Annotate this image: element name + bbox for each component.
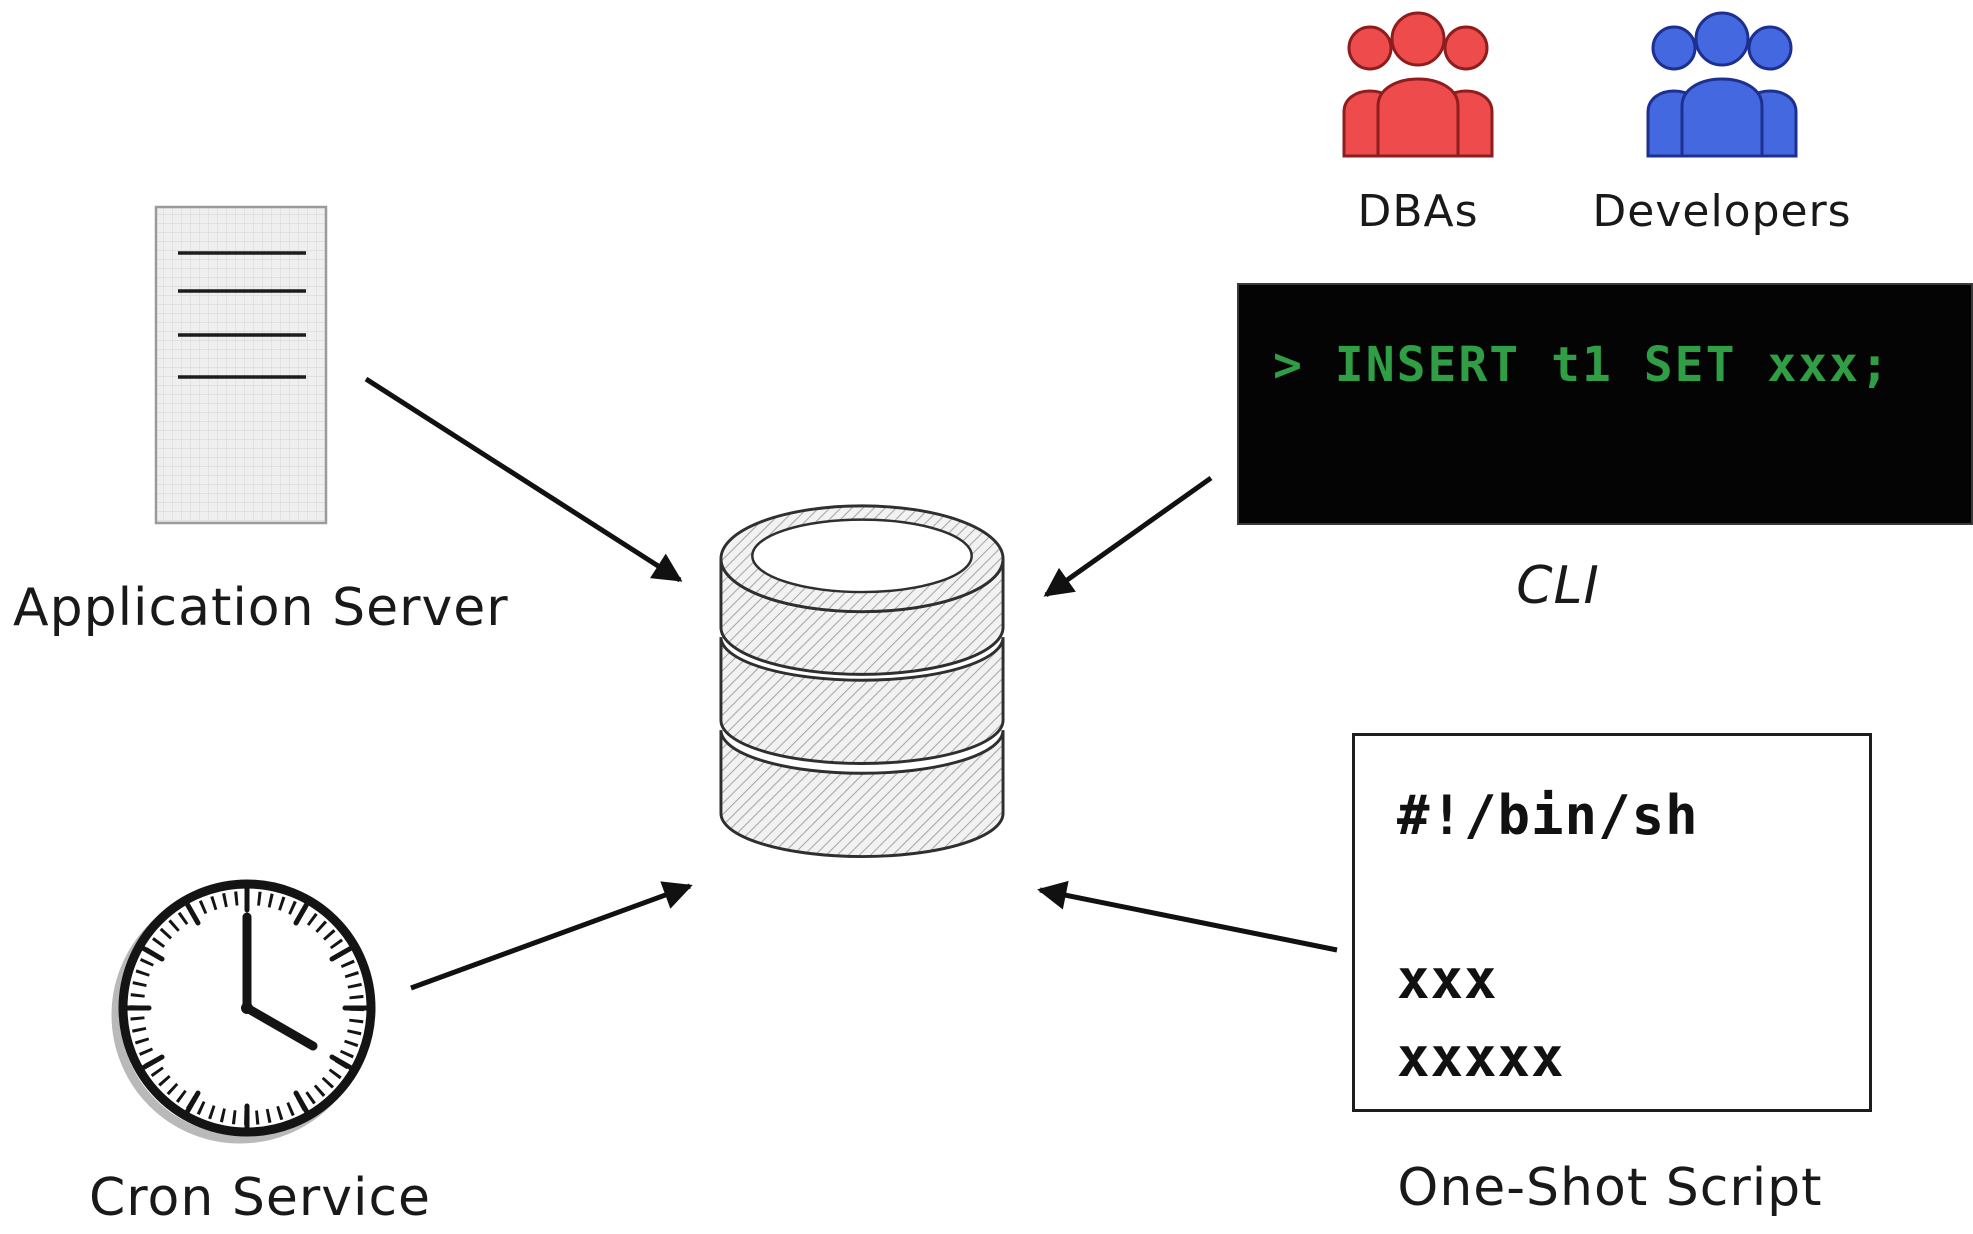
developers-label: Developers [1592,186,1852,237]
one-shot-script-box: #!/bin/sh xxx xxxxx [1352,733,1872,1112]
developers-people-icon [1646,11,1798,158]
application-server-label: Application Server [13,578,509,638]
application-server-document-icon [154,205,328,525]
cli-command-text: > INSERT t1 SET xxx; [1273,337,1891,393]
cron-service-label: Cron Service [89,1168,432,1228]
database-cylinder-icon [719,504,1005,858]
script-shebang-line: #!/bin/sh [1397,784,1699,847]
script-body-line-2: xxxxx [1397,1026,1565,1089]
cron-clock-icon [111,879,376,1144]
edge-script-to-database [1037,880,1338,953]
edge-appserver-to-database [364,376,683,583]
cli-terminal-window: > INSERT t1 SET xxx; [1237,283,1973,525]
dbas-people-icon [1342,11,1494,158]
one-shot-script-label: One-Shot Script [1397,1158,1823,1218]
edge-cron-to-database [410,881,693,991]
edge-cli-to-database [1043,475,1213,598]
script-body-line-1: xxx [1397,948,1498,1011]
cli-label: CLI [1516,556,1600,616]
dbas-label: DBAs [1357,186,1479,237]
